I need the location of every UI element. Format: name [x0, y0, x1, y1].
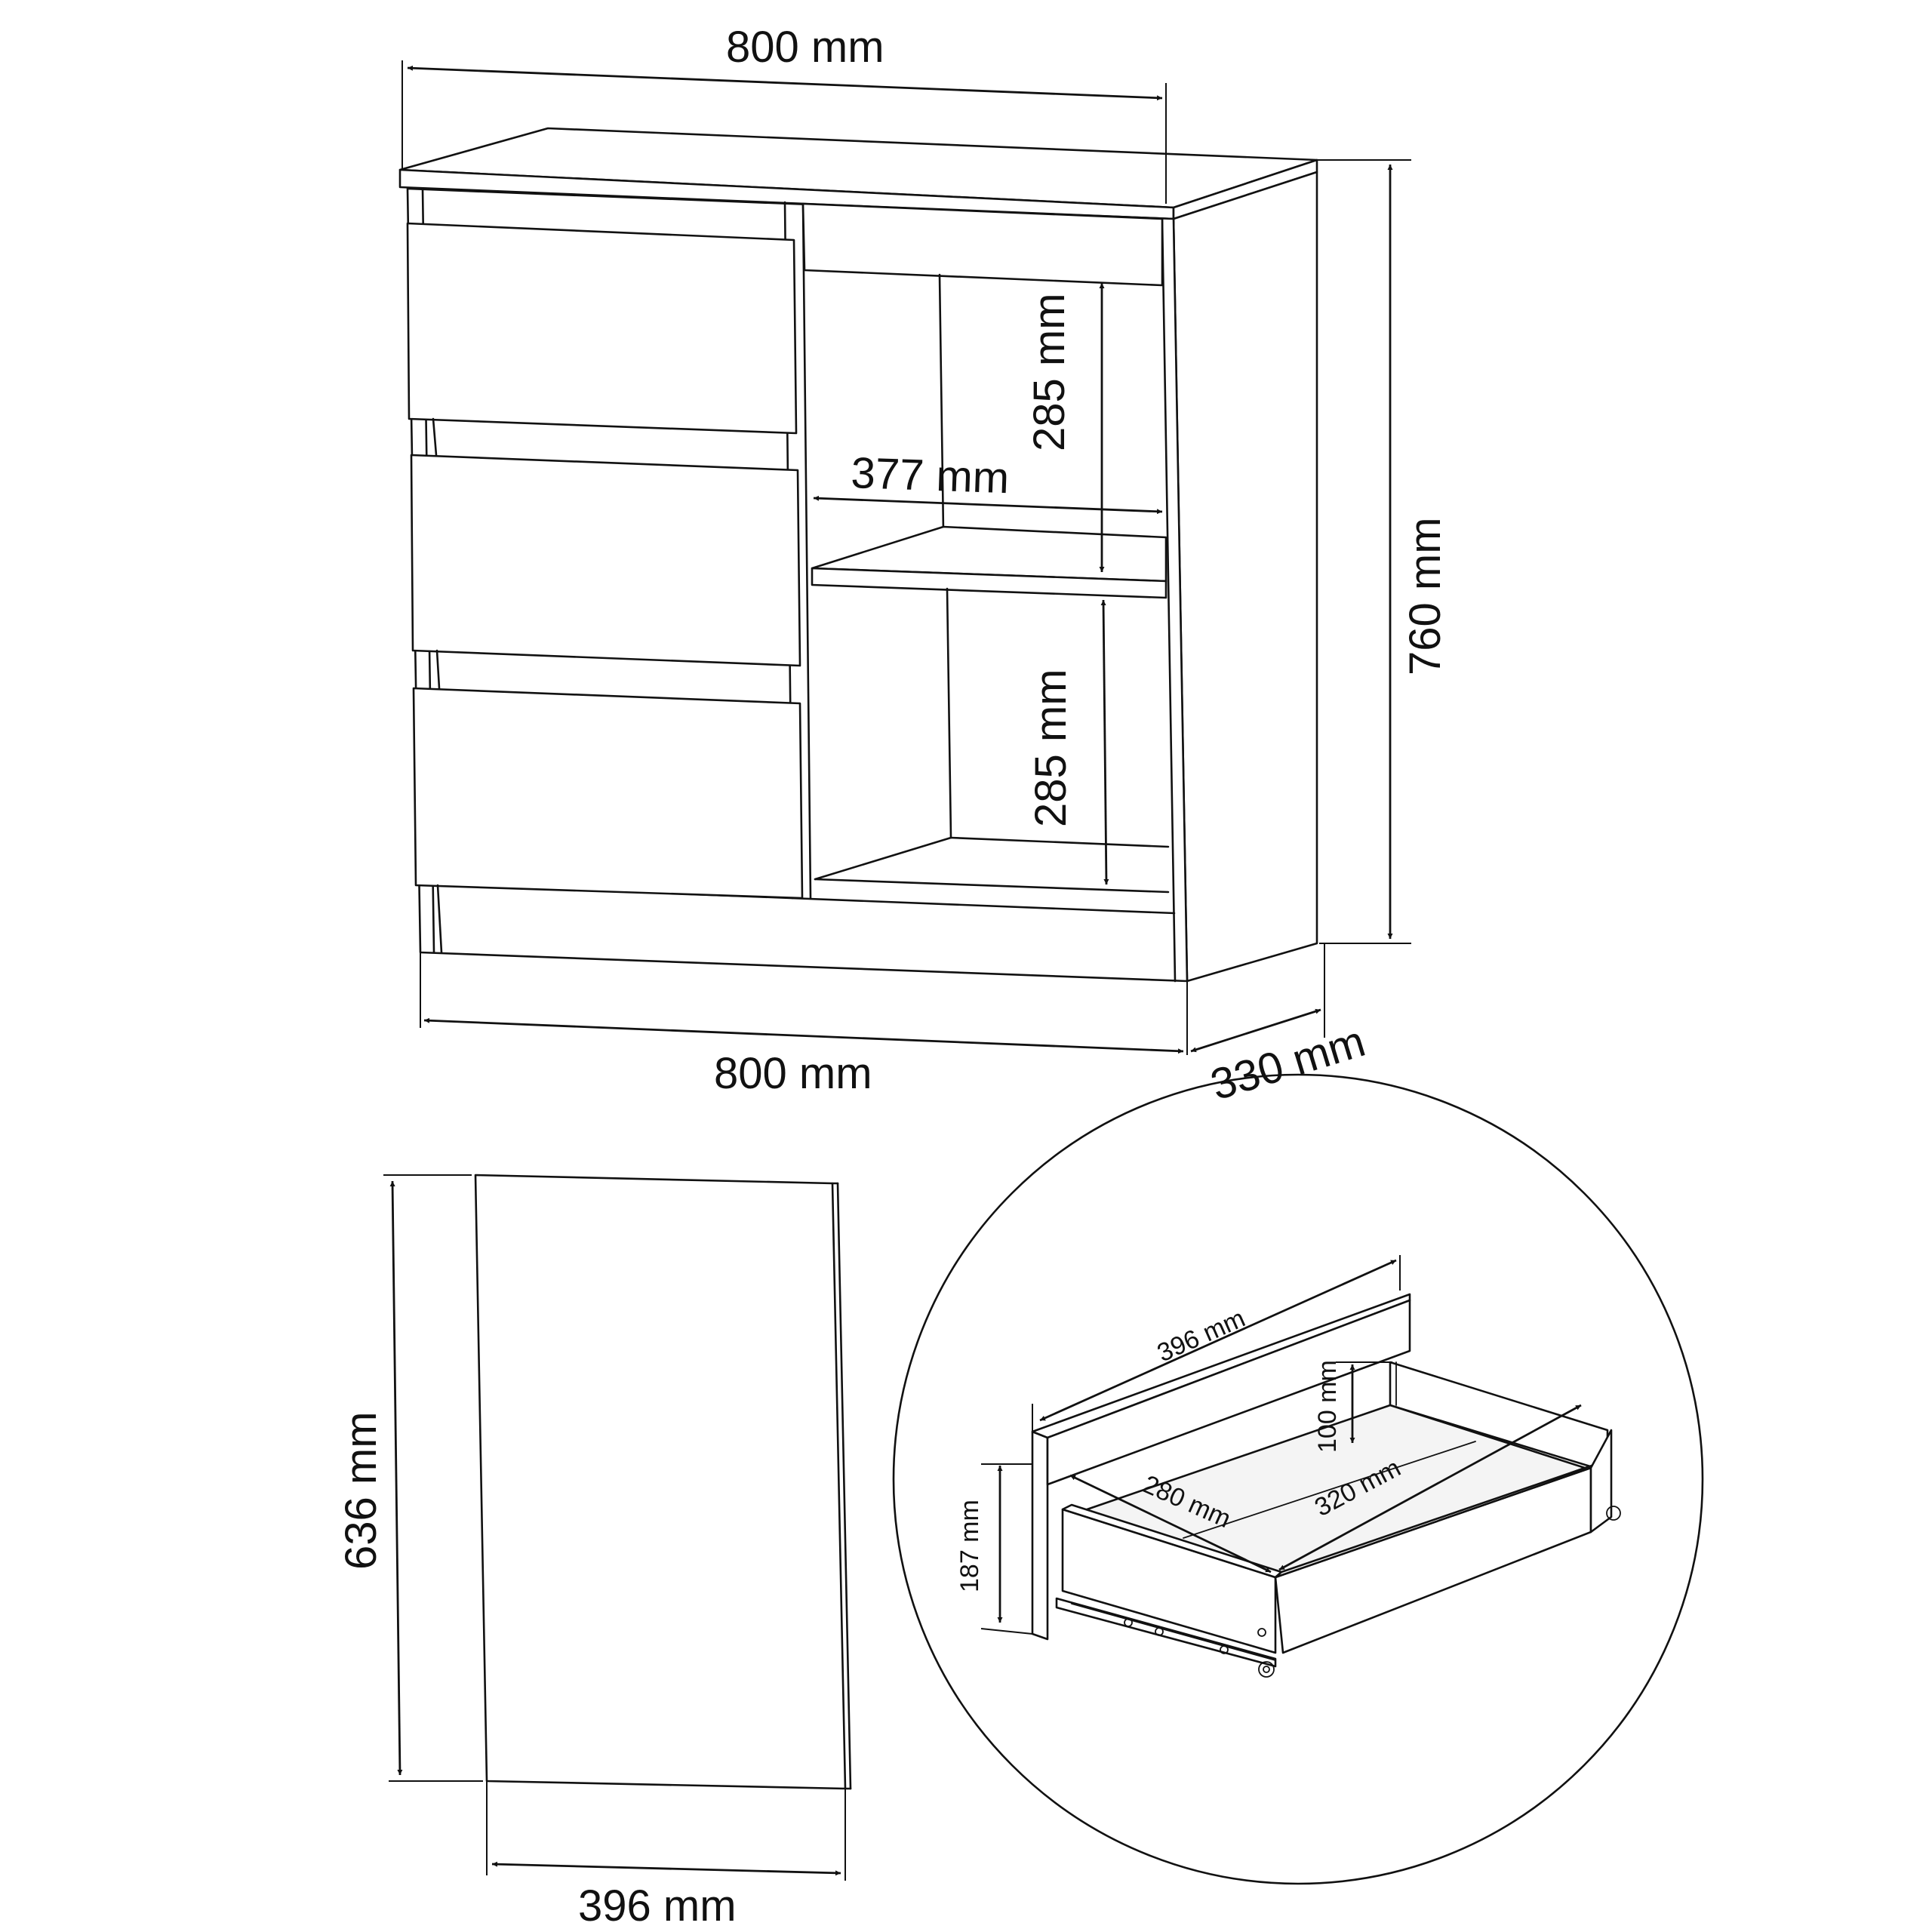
cabinet-drawing: [398, 127, 1318, 983]
detail-drawer-right-edge: [1589, 1429, 1613, 1534]
label-height: 760 mm: [1401, 517, 1450, 675]
cabinet-side-panel: [1172, 171, 1318, 983]
label-detail-side-height: 100 mm: [1313, 1360, 1342, 1453]
label-depth: 330 mm: [1205, 1017, 1371, 1109]
drawer-detail-circle: [892, 1073, 1704, 1885]
middle-shelf-front: [811, 567, 1168, 599]
label-drawer-front-width: 396 mm: [578, 1881, 737, 1930]
label-bottom-width: 800 mm: [714, 1049, 872, 1098]
detail-drawer-front-face: [1031, 1430, 1049, 1641]
upper-compartment-strip: [801, 202, 1164, 287]
drawer-front-panel-drawing: [474, 1174, 852, 1790]
label-detail-front-height: 187 mm: [955, 1500, 984, 1592]
drawer-2: [410, 454, 801, 667]
drawer-front-dimension-lines: [383, 1174, 846, 1881]
drawer-detail-dimension-lines: [980, 1255, 1582, 1635]
label-top-width: 800 mm: [726, 23, 884, 72]
drawer-front-panel: [474, 1174, 847, 1790]
label-drawer-front-height: 636 mm: [337, 1411, 386, 1570]
detail-circle-outline: [892, 1073, 1704, 1885]
drawer-1: [406, 222, 798, 435]
label-shelf-lower: 285 mm: [1026, 669, 1075, 827]
label-shelf-upper: 285 mm: [1025, 293, 1074, 451]
cabinet-dimension-lines: [401, 60, 1411, 1055]
label-shelf-width: 377 mm: [851, 448, 1011, 503]
drawer-3: [412, 687, 804, 900]
